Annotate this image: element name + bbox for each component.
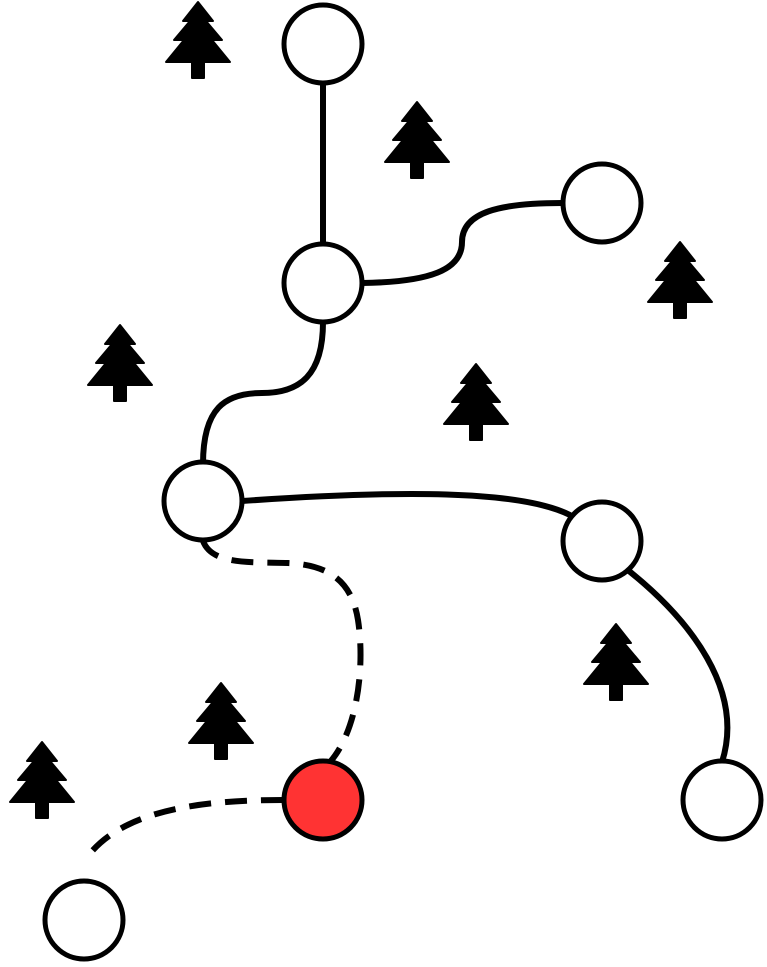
pine-tree-icon — [87, 324, 153, 402]
pine-tree-icon — [384, 101, 450, 179]
map-node-current[interactable] — [281, 758, 365, 842]
pine-tree-icon — [443, 363, 509, 441]
pine-tree-icon — [165, 1, 231, 79]
map-node-1[interactable] — [281, 2, 365, 86]
pine-tree-icon — [188, 682, 254, 760]
map-node-4[interactable] — [161, 459, 245, 543]
pine-tree-icon — [9, 741, 75, 819]
pine-tree-icon — [583, 623, 649, 701]
path-node-4-to-node-8 — [200, 539, 364, 764]
map-node-3[interactable] — [281, 241, 365, 325]
path-node-3-to-node-4 — [200, 319, 326, 467]
path-node-3-to-node-2 — [359, 200, 565, 286]
path-node-5-to-node-6 — [626, 568, 731, 765]
map-node-2[interactable] — [560, 161, 644, 245]
path-node-4-to-node-5 — [239, 491, 573, 518]
map-node-5[interactable] — [560, 499, 644, 583]
map-node-6[interactable] — [680, 758, 764, 842]
map-node-7[interactable] — [42, 878, 126, 962]
path-node-8-to-node-9 — [82, 797, 284, 862]
pine-tree-icon — [647, 241, 713, 319]
